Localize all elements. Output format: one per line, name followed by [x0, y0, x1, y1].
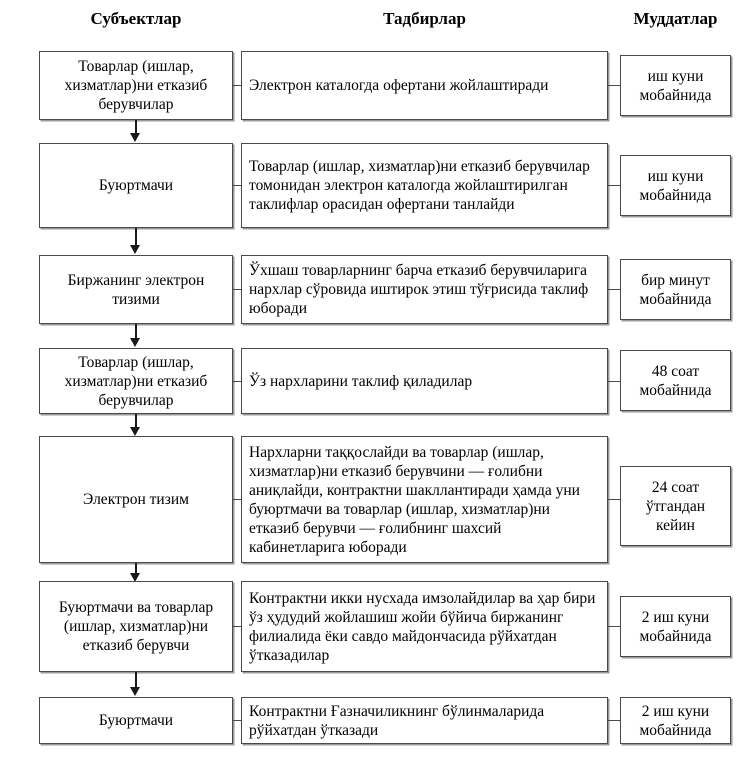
subject-box: Буюртмачи ва товарлар (ишлар, хизматлар)…	[39, 581, 233, 672]
connector-measure-term	[607, 85, 621, 86]
subject-box: Буюртмачи	[39, 697, 233, 744]
column-headers: Субъектлар Тадбирлар Муддатлар	[0, 8, 754, 38]
term-text: иш куни мобайнида	[639, 67, 712, 104]
subject-box: Товарлар (ишлар, хизматлар)ни етказиб бе…	[39, 51, 233, 120]
measure-box: Контрактни икки нусхада имзолайдилар ва …	[241, 581, 608, 672]
connector-subject-measure	[232, 185, 242, 186]
flow-arrow-head	[130, 427, 140, 436]
flow-arrow-line	[135, 672, 137, 688]
term-box: 48 соат мобайнида	[620, 350, 731, 411]
term-box: иш куни мобайнида	[620, 55, 731, 116]
term-text: иш куни мобайнида	[639, 167, 712, 204]
term-box: иш куни мобайнида	[620, 155, 731, 216]
flow-arrow-head	[130, 133, 140, 142]
measure-box: Контрактни Ғазначиликнинг бўлинмаларида …	[241, 697, 608, 744]
flow-row: Буюртмачи Товарлар (ишлар, хизматлар)ни …	[0, 143, 754, 228]
connector-measure-term	[607, 626, 621, 627]
subject-text: Товарлар (ишлар, хизматлар)ни етказиб бе…	[64, 58, 208, 113]
subject-box: Биржанинг электрон тизими	[39, 255, 233, 324]
measure-box: Ўхшаш товарларнинг барча етказиб берувчи…	[241, 255, 608, 324]
measure-text: Электрон каталогда офертани жойлаштиради	[249, 77, 549, 94]
flow-arrow-line	[135, 228, 137, 246]
flow-arrow-line	[135, 414, 137, 428]
measure-box: Ўз нархларини таклиф қиладилар	[241, 348, 608, 414]
term-box: 2 иш куни мобайнида	[620, 697, 731, 744]
connector-subject-measure	[232, 85, 242, 86]
subject-text: Буюртмачи	[98, 712, 174, 729]
term-text: 48 соат мобайнида	[639, 362, 712, 399]
flow-row: Товарлар (ишлар, хизматлар)ни етказиб бе…	[0, 348, 754, 414]
subject-text: Буюртмачи ва товарлар (ишлар, хизматлар)…	[58, 599, 214, 654]
flow-row: Буюртмачи ва товарлар (ишлар, хизматлар)…	[0, 581, 754, 672]
term-box: 2 иш куни мобайнида	[620, 596, 731, 657]
subject-box: Товарлар (ишлар, хизматлар)ни етказиб бе…	[39, 348, 233, 414]
term-text: 24 соат ўтгандан кейин	[645, 478, 706, 534]
connector-measure-term	[607, 720, 621, 721]
measure-box: Товарлар (ишлар, хизматлар)ни етказиб бе…	[241, 143, 608, 228]
flow-arrow-line	[135, 563, 137, 575]
term-text: 2 иш куни мобайнида	[639, 608, 712, 645]
subject-text: Электрон тизим	[83, 491, 189, 508]
flow-arrow-line	[135, 324, 137, 339]
measure-text: Ўхшаш товарларнинг барча етказиб берувчи…	[249, 262, 589, 317]
connector-subject-measure	[232, 626, 242, 627]
connector-subject-measure	[232, 499, 242, 500]
flow-arrow-head	[130, 245, 140, 254]
flow-row: Товарлар (ишлар, хизматлар)ни етказиб бе…	[0, 51, 754, 120]
header-measures: Тадбирлар	[383, 9, 466, 28]
term-box: 24 соат ўтгандан кейин	[620, 466, 731, 546]
measure-text: Ўз нархларини таклиф қиладилар	[249, 372, 473, 390]
measure-text: Товарлар (ишлар, хизматлар)ни етказиб бе…	[249, 158, 590, 213]
connector-subject-measure	[232, 289, 242, 290]
flow-arrow-line	[135, 120, 137, 134]
connector-measure-term	[607, 381, 621, 382]
connector-measure-term	[607, 289, 621, 290]
subject-box: Электрон тизим	[39, 436, 233, 563]
flow-row: Биржанинг электрон тизими Ўхшаш товарлар…	[0, 255, 754, 324]
measure-text: Контрактни Ғазначиликнинг бўлинмаларида …	[249, 702, 545, 739]
subject-text: Биржанинг электрон тизими	[67, 271, 205, 308]
connector-measure-term	[607, 185, 621, 186]
subject-box: Буюртмачи	[39, 143, 233, 228]
header-subjects: Субъектлар	[90, 9, 182, 28]
term-text: 2 иш куни мобайнида	[639, 702, 712, 739]
connector-subject-measure	[232, 381, 242, 382]
flow-row: Буюртмачи Контрактни Ғазначиликнинг бўли…	[0, 697, 754, 744]
connector-measure-term	[607, 499, 621, 500]
flow-arrow-head	[130, 687, 140, 696]
term-box: бир минут мобайнида	[620, 259, 731, 320]
measure-box: Электрон каталогда офертани жойлаштиради	[241, 51, 608, 120]
subject-text: Буюртмачи	[98, 177, 174, 194]
flow-arrow-head	[130, 338, 140, 347]
measure-box: Нархларни таққослайди ва товарлар (ишлар…	[241, 436, 608, 563]
term-text: бир минут мобайнида	[639, 271, 712, 308]
measure-text: Контрактни икки нусхада имзолайдилар ва …	[249, 589, 596, 664]
flow-row: Электрон тизим Нархларни таққослайди ва …	[0, 436, 754, 563]
flow-arrow-head	[130, 573, 140, 582]
header-terms: Муддатлар	[633, 9, 718, 28]
connector-subject-measure	[232, 720, 242, 721]
subject-text: Товарлар (ишлар, хизматлар)ни етказиб бе…	[64, 353, 208, 409]
measure-text: Нархларни таққослайди ва товарлар (ишлар…	[249, 443, 580, 556]
